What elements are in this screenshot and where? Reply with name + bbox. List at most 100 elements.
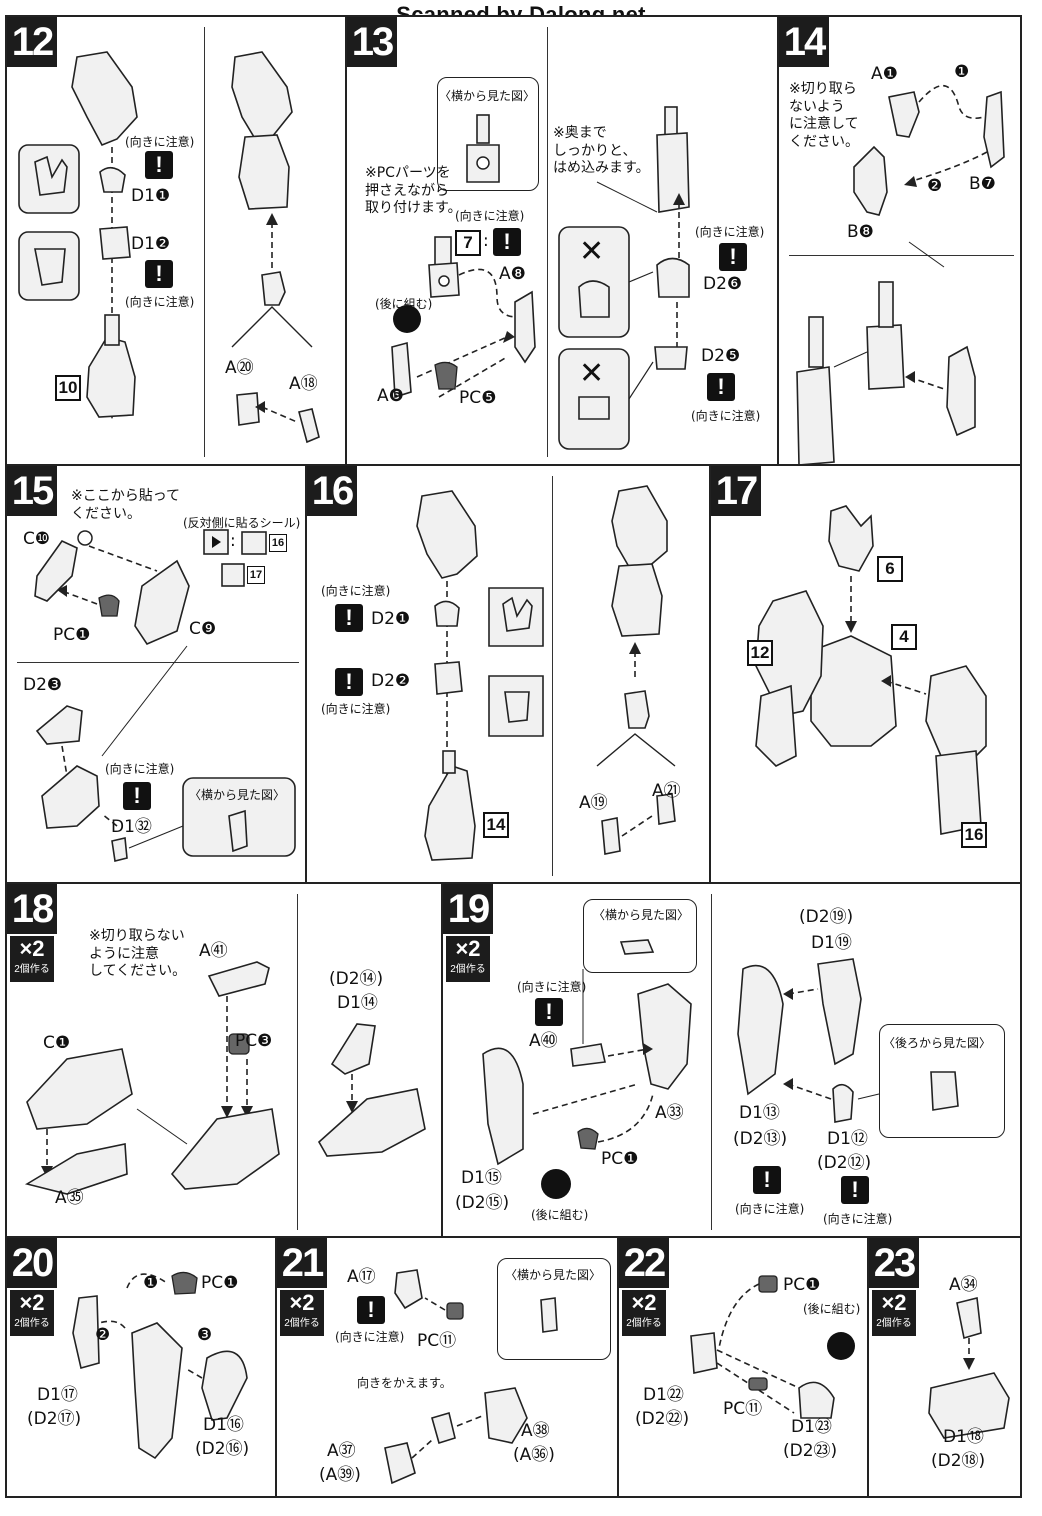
step-18-drawing xyxy=(24,961,426,1195)
part-label: (D2⑯) xyxy=(195,1439,250,1459)
part-label: D1⑱ xyxy=(943,1427,984,1447)
step-order: ❸ xyxy=(197,1325,213,1345)
part-label: D2❷ xyxy=(371,671,411,691)
step-ref-box: 7 xyxy=(455,230,481,256)
part-label: PC❺ xyxy=(459,388,497,408)
caution-label: (向きに注意) xyxy=(335,1330,405,1344)
part-label: D2❶ xyxy=(371,609,411,629)
side-view-callout xyxy=(497,1258,611,1360)
step-number: 13 xyxy=(347,17,397,67)
caution-icon: ! xyxy=(707,373,735,401)
step-ref-box: 6 xyxy=(877,556,903,582)
step-16-drawing xyxy=(416,485,676,861)
part-label: PC❶ xyxy=(601,1149,639,1169)
make-two-badge: ×2 2個作る xyxy=(622,1290,666,1336)
part-label: (A㊱) xyxy=(513,1445,555,1465)
part-label: C❶ xyxy=(43,1033,71,1053)
part-label: (D2⑬) xyxy=(733,1129,788,1149)
part-label: A㉞ xyxy=(949,1275,978,1295)
part-label: (D2⑮) xyxy=(455,1193,510,1213)
part-label: D1⑮ xyxy=(461,1168,502,1188)
part-label: D1⑫ xyxy=(827,1129,868,1149)
part-label: (D2⑰) xyxy=(27,1409,82,1429)
part-label: D1❶ xyxy=(131,186,171,206)
caution-icon: ! xyxy=(335,668,363,696)
part-label: (A㊴) xyxy=(319,1465,361,1485)
part-label: PC⑪ xyxy=(723,1399,763,1419)
caution-label: (向きに注意) xyxy=(823,1212,893,1226)
step-ref-box: 4 xyxy=(891,624,917,650)
side-view-label: 〈横から見た図〉 xyxy=(189,788,286,802)
make-two: 2個作る xyxy=(626,1318,662,1329)
ng-mark: ✕ xyxy=(579,356,605,391)
caution-icon: ! xyxy=(123,782,151,810)
part-label: A⑱ xyxy=(289,374,318,394)
part-label: D1⑰ xyxy=(37,1385,78,1405)
step-14-panel: 14 ※切り取ら ないよう に注意して ください。 A❶ ❶ ❷ B❼ B❽ xyxy=(777,15,1022,466)
caution-icon: ! xyxy=(357,1296,385,1324)
assemble-later-label: (後に組む) xyxy=(531,1208,589,1222)
step-number: 19 xyxy=(443,884,493,934)
step-number: 12 xyxy=(7,17,57,67)
part-label: D1❷ xyxy=(131,234,171,254)
note-text: ※切り取らない ように注意 してください。 xyxy=(89,928,187,979)
sticker-ref: 16 xyxy=(269,534,287,552)
step-number: 22 xyxy=(619,1238,669,1288)
colon: : xyxy=(230,531,236,551)
make-two: 2個作る xyxy=(14,1318,50,1329)
part-label: PC❸ xyxy=(235,1031,273,1051)
part-label: D1⑬ xyxy=(739,1103,780,1123)
part-label: C❾ xyxy=(189,619,217,639)
step-17-panel: 17 6 4 12 16 xyxy=(709,464,1022,884)
part-label: (D2⑭) xyxy=(329,969,384,989)
caution-icon: ! xyxy=(493,228,521,256)
caution-label: (向きに注意) xyxy=(735,1202,805,1216)
part-label: A⑲ xyxy=(579,793,608,813)
part-label: A㉝ xyxy=(655,1103,684,1123)
ng-mark: ✕ xyxy=(579,234,605,269)
part-label: D1⑯ xyxy=(203,1415,244,1435)
part-label: (D2㉓) xyxy=(783,1441,838,1461)
step-number: 16 xyxy=(307,466,357,516)
caution-label: (向きに注意) xyxy=(125,135,195,149)
times-two: ×2 xyxy=(19,936,45,961)
part-label: A❽ xyxy=(499,264,526,284)
part-label: (D2⑫) xyxy=(817,1153,872,1173)
step-ref-box: 12 xyxy=(747,640,773,666)
part-label: A❻ xyxy=(377,386,404,406)
caution-label: (向きに注意) xyxy=(517,980,587,994)
part-label: D2❸ xyxy=(23,675,63,695)
step-order: ❶ xyxy=(143,1273,159,1293)
note-text: ※PCパーツを 押さえながら 取り付けます。 xyxy=(365,165,462,216)
back-view-label: 〈後ろから見た図〉 xyxy=(883,1036,992,1050)
step-ref-box: 10 xyxy=(55,375,81,401)
step-16-panel: 16 (向きに注意) ! D2❶ ! xyxy=(305,464,711,884)
step-number: 20 xyxy=(7,1238,57,1288)
step-15-panel: 15 ※ここから貼って ください。 xyxy=(5,464,307,884)
step-number: 21 xyxy=(277,1238,327,1288)
make-two: 2個作る xyxy=(14,964,50,975)
part-label: A㉟ xyxy=(55,1188,84,1208)
caution-icon: ! xyxy=(335,604,363,632)
part-label: A㊵ xyxy=(529,1031,558,1051)
step-17-drawing xyxy=(755,505,987,835)
note-text: ※ここから貼って ください。 xyxy=(71,488,181,522)
part-label: PC⑪ xyxy=(417,1331,457,1351)
step-order: ❷ xyxy=(95,1325,111,1345)
part-label: A㊶ xyxy=(199,941,228,961)
step-23-drawing xyxy=(928,1297,1010,1439)
times-two: ×2 xyxy=(631,1290,657,1315)
step-number: 15 xyxy=(7,466,57,516)
note-text: ※奥まで しっかりと、 はめ込みます。 xyxy=(553,125,650,176)
part-label: D1⑭ xyxy=(337,993,378,1013)
step-number: 17 xyxy=(711,466,761,516)
part-label: C❿ xyxy=(23,529,51,549)
part-label: PC❶ xyxy=(783,1275,821,1295)
step-13-panel: 13 〈横から見た図〉 xyxy=(345,15,779,466)
side-view-label: 〈横から見た図〉 xyxy=(505,1268,602,1282)
